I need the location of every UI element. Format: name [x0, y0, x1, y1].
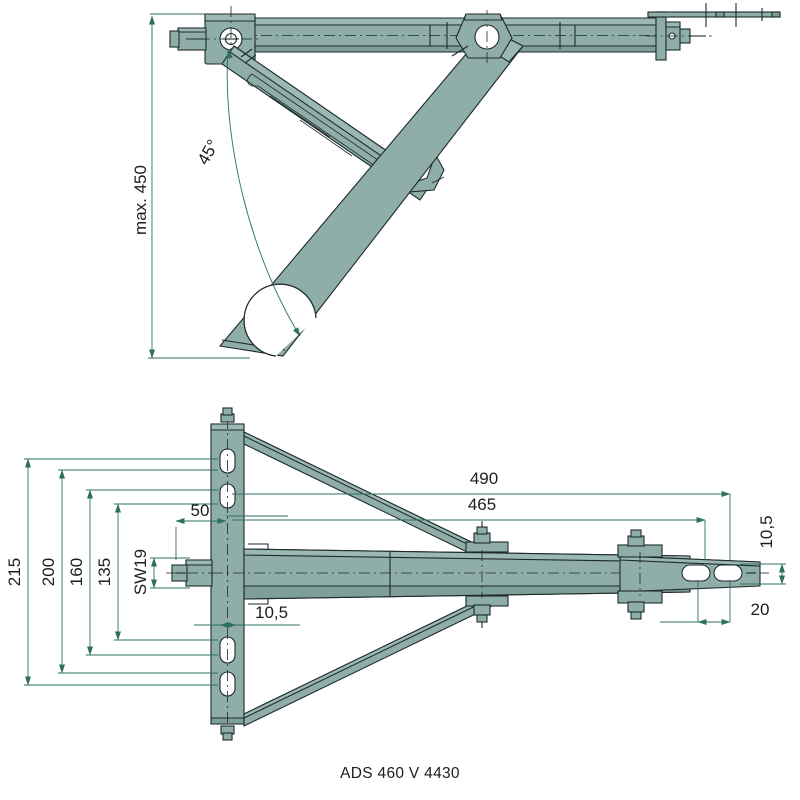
dimension-10-5-left: 10,5 [194, 603, 300, 628]
telescope-clamp-bolts [617, 529, 663, 620]
dimension-label-215: 215 [5, 558, 24, 586]
dimension-label-10-5-right: 10,5 [757, 515, 776, 548]
dimension-label-50: 50 [191, 501, 210, 520]
dimension-10-5-right: 10,5 [740, 515, 786, 585]
dimension-465: 465 [232, 495, 706, 560]
dimension-20: 20 [660, 580, 770, 625]
drawing-caption: ADS 460 V 4430 [340, 765, 460, 782]
upper-horizontal-arm [231, 17, 661, 53]
dimension-label-45-deg: 45° [194, 136, 223, 168]
dimension-50: 50 [175, 501, 288, 560]
wall-mounting-plate [210, 407, 245, 741]
dimension-label-10-5-left: 10,5 [255, 603, 288, 622]
dimension-label-200: 200 [39, 558, 58, 586]
dimension-label-sw19: SW19 [131, 549, 150, 595]
leg-upper-pivot [451, 10, 513, 64]
dimension-stack-left: 215 200 160 135 SW19 [5, 458, 218, 686]
dimension-label-465: 465 [468, 495, 496, 514]
dimension-label-max-450: max. 450 [131, 165, 150, 235]
dimension-label-20: 20 [751, 600, 770, 619]
hex-shaft-sw19 [166, 559, 214, 587]
right-end-fitting [646, 11, 712, 61]
dimension-label-160: 160 [67, 558, 86, 586]
scale-bar-detail [647, 3, 781, 27]
main-arm-plan [212, 543, 770, 605]
diagonal-brace-bottom [243, 591, 497, 727]
plate-end-bolts [220, 407, 235, 741]
dimension-490: 490 [232, 469, 731, 560]
arm-end-plate [619, 555, 761, 593]
diagonal-brace-top [243, 431, 497, 567]
plan-view: 215 200 160 135 SW19 [5, 407, 786, 741]
brace-joint-bolts [465, 521, 509, 628]
drawing-caption-wrapper: ADS 460 V 4430 [0, 765, 800, 783]
dimension-label-135: 135 [95, 558, 114, 586]
dimension-label-490: 490 [470, 469, 498, 488]
side-elevation-view: max. 450 45° [131, 3, 781, 359]
dimension-max-450: max. 450 [131, 15, 250, 359]
